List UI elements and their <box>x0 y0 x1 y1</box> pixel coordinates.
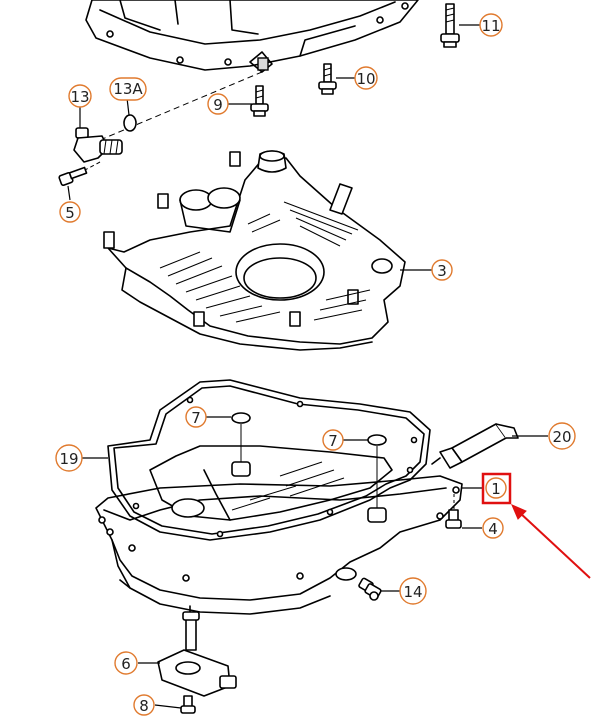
callout-7b-label: 7 <box>328 432 338 450</box>
callout-4: 4 <box>482 517 504 539</box>
callout-1: 1 <box>485 477 507 499</box>
callout-14-label: 14 <box>403 583 422 601</box>
bolt-10 <box>318 63 337 95</box>
callout-20: 20 <box>548 422 576 450</box>
baffle-plate-3 <box>103 150 406 351</box>
callout-8-label: 8 <box>139 697 149 715</box>
bolt-11 <box>440 3 460 48</box>
callout-5: 5 <box>59 201 81 223</box>
callout-13a-label: 13A <box>113 80 143 98</box>
callout-19: 19 <box>55 444 83 472</box>
bolt-9 <box>250 85 269 117</box>
callout-10: 10 <box>354 66 378 90</box>
o-ring-7a <box>231 412 251 477</box>
callout-13: 13 <box>68 84 92 108</box>
callout-13a: 13A <box>109 77 147 101</box>
bolt-5 <box>58 161 101 186</box>
callout-11: 11 <box>479 13 503 37</box>
callout-6-label: 6 <box>121 655 131 673</box>
o-ring-13a <box>123 114 137 132</box>
callout-3-label: 3 <box>437 262 447 280</box>
callout-6: 6 <box>114 651 138 675</box>
o-ring-7b <box>367 434 387 523</box>
highlight-arrow <box>511 504 591 579</box>
bolt-4 <box>445 494 462 529</box>
callout-7a: 7 <box>185 406 207 428</box>
callout-8: 8 <box>133 694 155 716</box>
callout-11-label: 11 <box>481 17 500 35</box>
drain-plug-14 <box>358 577 382 601</box>
pan-inner-tray <box>149 445 393 521</box>
callout-20-label: 20 <box>552 428 571 446</box>
callout-9-label: 9 <box>213 96 223 114</box>
highlight-box <box>481 472 512 505</box>
oil-level-sensor-6 <box>157 611 237 697</box>
callout-19-label: 19 <box>59 450 78 468</box>
callout-9: 9 <box>207 93 229 115</box>
callout-10-label: 10 <box>356 70 375 88</box>
callout-3: 3 <box>431 259 453 281</box>
leader-lines <box>67 24 548 709</box>
callout-7b: 7 <box>322 429 344 451</box>
callout-7a-label: 7 <box>191 409 201 427</box>
gasket-19 <box>107 379 431 541</box>
callout-5-label: 5 <box>65 204 75 222</box>
callout-1-label: 1 <box>491 480 501 498</box>
bolt-8 <box>180 695 196 714</box>
callout-4-label: 4 <box>488 520 498 538</box>
oil-level-sensor-13 <box>73 127 123 163</box>
engine-block-part <box>85 0 419 73</box>
sealant-tube-20 <box>431 423 519 469</box>
callout-14: 14 <box>399 577 427 605</box>
callout-13-label: 13 <box>70 88 89 106</box>
